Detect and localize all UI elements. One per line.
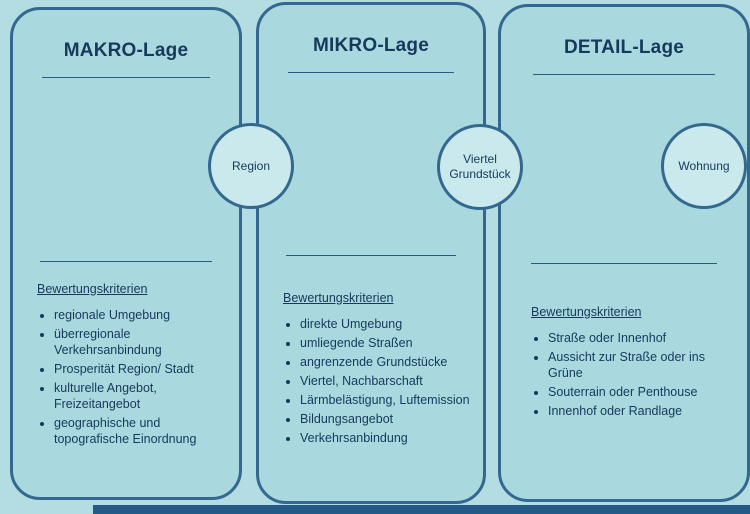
panel-mikro-lage: MIKRO-Lage Bewertungskriterien direkte U… bbox=[256, 2, 486, 504]
circle-viertel-grundstueck: Viertel Grundstück bbox=[437, 124, 523, 210]
criteria-item: umliegende Straßen bbox=[300, 335, 475, 351]
panel-title-makro: MAKRO-Lage bbox=[63, 40, 189, 61]
mid-divider bbox=[40, 261, 212, 262]
mid-divider bbox=[285, 255, 457, 256]
criteria-item: Souterrain oder Penthouse bbox=[548, 384, 739, 400]
criteria-item: überregionale Verkehrsanbindung bbox=[54, 326, 231, 358]
criteria-item: Straße oder Innenhof bbox=[548, 330, 739, 346]
panel-title-mikro: MIKRO-Lage bbox=[313, 35, 429, 56]
criteria-item: Bildungsangebot bbox=[300, 411, 475, 427]
criteria-section: Bewertungskriterien direkte Umgebung uml… bbox=[283, 291, 475, 449]
criteria-heading: Bewertungskriterien bbox=[531, 305, 642, 319]
criteria-section: Bewertungskriterien regionale Umgebung ü… bbox=[37, 282, 231, 450]
criteria-item: Verkehrsanbindung bbox=[300, 430, 475, 446]
panel-detail-lage: DETAIL-Lage Bewertungskriterien Straße o… bbox=[498, 4, 750, 502]
criteria-item: angrenzende Grundstücke bbox=[300, 354, 475, 370]
criteria-item: Innenhof oder Randlage bbox=[548, 403, 739, 419]
criteria-list: direkte Umgebung umliegende Straßen angr… bbox=[300, 316, 475, 446]
circle-region: Region bbox=[208, 123, 294, 209]
criteria-item: regionale Umgebung bbox=[54, 307, 231, 323]
criteria-list: regionale Umgebung überregionale Verkehr… bbox=[54, 307, 231, 447]
criteria-heading: Bewertungskriterien bbox=[283, 291, 394, 305]
title-underline bbox=[288, 72, 454, 73]
criteria-list: Straße oder Innenhof Aussicht zur Straße… bbox=[548, 330, 739, 419]
panel-title-detail: DETAIL-Lage bbox=[563, 37, 685, 58]
criteria-heading: Bewertungskriterien bbox=[37, 282, 148, 296]
title-underline bbox=[42, 77, 210, 78]
criteria-item: Lärmbelästigung, Luftemission bbox=[300, 392, 475, 408]
criteria-item: kulturelle Angebot, Freizeitangebot bbox=[54, 380, 231, 412]
mid-divider bbox=[530, 263, 718, 264]
circle-wohnung: Wohnung bbox=[661, 123, 747, 209]
circle-viertel-grundstueck-label: Viertel Grundstück bbox=[449, 152, 511, 181]
criteria-section: Bewertungskriterien Straße oder Innenhof… bbox=[531, 305, 739, 422]
title-underline bbox=[532, 74, 715, 75]
circle-region-label: Region bbox=[231, 158, 271, 173]
criteria-item: geographische und topografische Einordnu… bbox=[54, 415, 231, 447]
panel-makro-lage: MAKRO-Lage Bewertungskriterien regionale… bbox=[10, 7, 242, 500]
criteria-item: direkte Umgebung bbox=[300, 316, 475, 332]
circle-wohnung-label: Wohnung bbox=[678, 158, 730, 173]
bottom-bar bbox=[93, 505, 750, 514]
criteria-item: Viertel, Nachbarschaft bbox=[300, 373, 475, 389]
criteria-item: Aussicht zur Straße oder ins Grüne bbox=[548, 349, 739, 381]
criteria-item: Prosperität Region/ Stadt bbox=[54, 361, 231, 377]
